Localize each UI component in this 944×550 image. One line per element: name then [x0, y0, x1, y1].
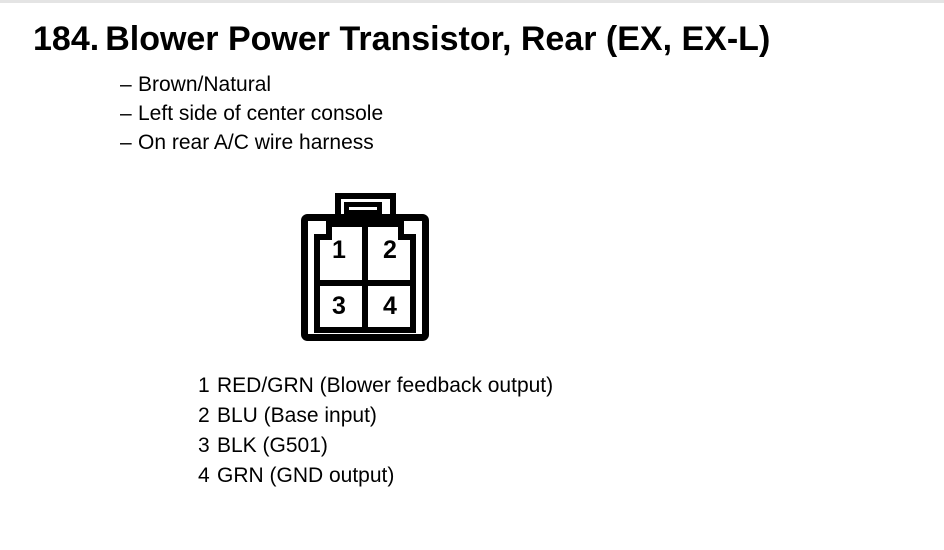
- pin-list: 1 RED/GRN (Blower feedback output) 2 BLU…: [198, 371, 553, 491]
- detail-item-harness: – On rear A/C wire harness: [120, 128, 383, 157]
- detail-item-location: – Left side of center console: [120, 99, 383, 128]
- pin-row-2: 2 BLU (Base input): [198, 401, 553, 431]
- pin-number: 3: [198, 434, 210, 457]
- pin-number: 2: [198, 404, 210, 427]
- detail-list: – Brown/Natural – Left side of center co…: [120, 70, 383, 157]
- detail-text: Brown/Natural: [138, 73, 272, 96]
- title-text: Blower Power Transistor, Rear (EX, EX-L): [105, 20, 771, 58]
- cavity-4-number: 4: [383, 292, 397, 320]
- dash-marker: –: [120, 102, 132, 125]
- latch-tab: [335, 193, 396, 217]
- scan-edge-artifact: [0, 0, 944, 3]
- pin-row-3: 3 BLK (G501): [198, 431, 553, 461]
- latch-slot: [344, 202, 382, 215]
- dash-marker: –: [120, 131, 132, 154]
- detail-item-color: – Brown/Natural: [120, 70, 383, 99]
- connector-diagram: 1 2 3 4: [301, 193, 429, 341]
- cavity-3-number: 3: [332, 292, 346, 320]
- pin-description: RED/GRN (Blower feedback output): [217, 374, 554, 397]
- detail-text: Left side of center console: [138, 102, 384, 125]
- pin-description: BLK (G501): [217, 434, 328, 457]
- pin-row-1: 1 RED/GRN (Blower feedback output): [198, 371, 553, 401]
- item-number: 184.: [33, 20, 100, 58]
- pin-description: GRN (GND output): [217, 464, 395, 487]
- connector-drawing: 1 2 3 4: [301, 193, 429, 341]
- detail-text: On rear A/C wire harness: [138, 131, 374, 154]
- cavity-2-number: 2: [383, 236, 397, 264]
- page-title: 184.Blower Power Transistor, Rear (EX, E…: [33, 20, 770, 59]
- pin-number: 4: [198, 464, 210, 487]
- pin-row-4: 4 GRN (GND output): [198, 461, 553, 491]
- pin-description: BLU (Base input): [217, 404, 377, 427]
- cavity-1-number: 1: [332, 236, 346, 264]
- pin-number: 1: [198, 374, 210, 397]
- dash-marker: –: [120, 73, 132, 96]
- cavity-4: [362, 280, 416, 333]
